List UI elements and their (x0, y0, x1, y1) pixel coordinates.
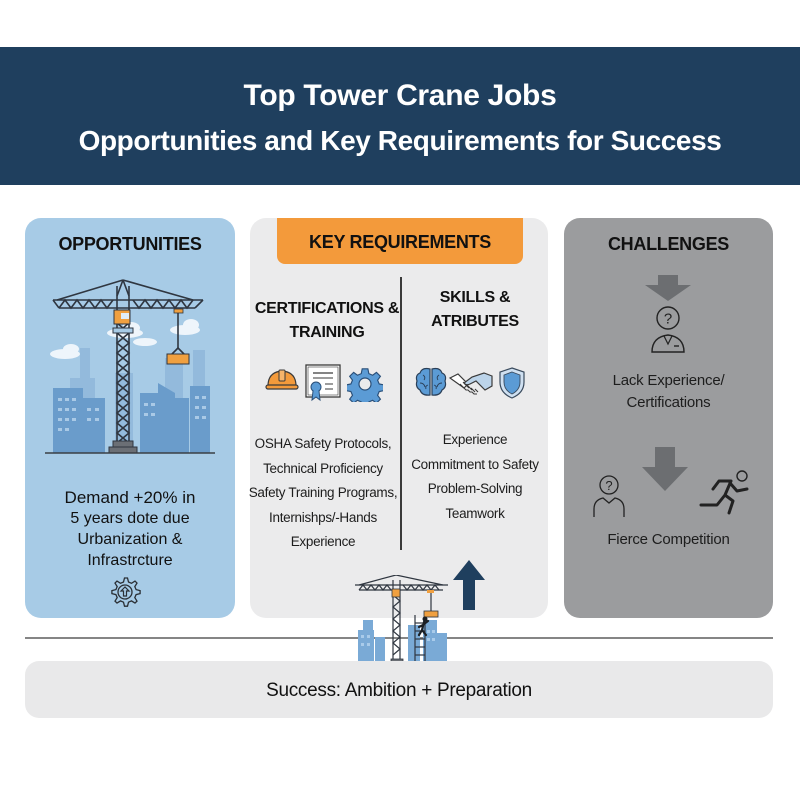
header-banner: Top Tower Crane Jobs Opportunities and K… (0, 47, 800, 185)
skills-title-line-2: ATRIBUTES (431, 313, 519, 330)
up-arrow-icon (453, 560, 485, 610)
svg-text:?: ? (605, 478, 612, 493)
list-item: Safety Training Programs, (248, 485, 398, 500)
certifications-title-line-2: TRAINING (289, 324, 365, 341)
list-item: Problem-Solving (427, 481, 523, 496)
demand-line-3: Urbanization & (77, 531, 183, 548)
skills-title-line-1: SKILLS & (439, 289, 511, 306)
challenges-title: CHALLENGES (607, 234, 729, 254)
page-title: Top Tower Crane Jobs (243, 79, 557, 112)
opportunities-demand-text: Demand +20% in 5 years dote due Urbaniza… (25, 487, 235, 571)
list-item: Internishps/-Hands (269, 509, 377, 525)
demand-line-1: Demand +20% in (64, 488, 196, 507)
demand-line-4: Infrastrcture (87, 552, 173, 569)
handshake-icon (448, 370, 494, 400)
skills-list: Experience Commitment to Safety Problem-… (402, 428, 548, 526)
list-item: Commitment to Safety (411, 456, 539, 472)
certificate-icon (304, 363, 342, 403)
hard-hat-icon (265, 366, 299, 392)
brain-icon (414, 365, 448, 399)
certifications-list: OSHA Safety Protocols, Technical Profici… (243, 432, 403, 555)
crane-ladder-climber-illustration (353, 575, 453, 667)
runner-icon (697, 469, 753, 517)
list-item: Experience (290, 534, 356, 549)
success-banner: Success: Ambition + Preparation (25, 661, 773, 718)
list-item: Teamwork (445, 505, 505, 521)
down-arrow-icon-2 (642, 447, 688, 492)
list-item: Technical Proficiency (263, 460, 383, 476)
challenge-lack-experience-text: Lack Experience/ Certifications (564, 370, 773, 414)
demand-line-2: 5 years dote due (70, 510, 190, 527)
person-question-icon: ? (648, 304, 688, 354)
tower-crane-city-illustration (45, 278, 220, 463)
challenge-competition-text: Fierce Competition (607, 531, 730, 548)
key-requirements-panel (250, 218, 548, 618)
gear-up-arrow-icon (108, 575, 142, 609)
certifications-title: CERTIFICATIONS & TRAINING (252, 297, 402, 345)
shield-icon (498, 366, 526, 400)
gear-icon (347, 366, 383, 402)
person-question-icon-2: ? (592, 473, 628, 519)
list-item: OSHA Safety Protocols, (254, 436, 392, 451)
list-item: Experience (442, 432, 508, 447)
opportunities-title: OPPORTUNITIES (58, 234, 202, 254)
skills-title: SKILLS & ATRIBUTES (402, 286, 548, 334)
key-requirements-title: KEY REQUIREMENTS (277, 218, 523, 264)
column-divider (400, 277, 402, 550)
page-subtitle: Opportunities and Key Requirements for S… (78, 125, 722, 156)
challenge-line-2: Certifications (626, 394, 711, 411)
svg-text:?: ? (664, 311, 672, 328)
down-arrow-icon (645, 275, 691, 301)
certifications-title-line-1: CERTIFICATIONS & (254, 300, 400, 317)
challenge-line-1: Lack Experience/ (612, 372, 725, 389)
